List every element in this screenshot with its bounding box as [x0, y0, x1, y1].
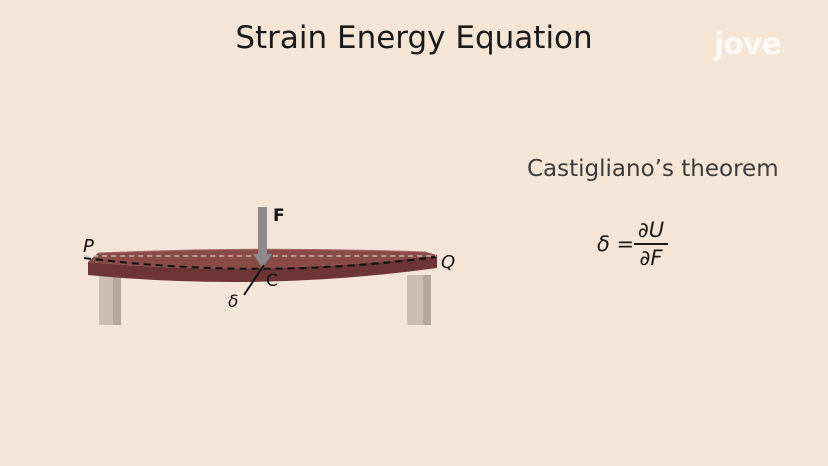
- equals-sign: =: [616, 232, 635, 256]
- fraction-bar: [634, 243, 668, 245]
- force-label: F: [273, 206, 285, 226]
- slide-title: Strain Energy Equation: [235, 20, 593, 56]
- fraction-numerator: ∂U: [637, 218, 665, 242]
- partial-fraction: ∂U ∂F: [634, 218, 668, 270]
- deflection-indicator: [243, 264, 265, 296]
- end-label-p: P: [83, 236, 94, 257]
- force-arrow: [253, 207, 272, 268]
- delta-symbol: δ: [597, 232, 610, 256]
- deflection-label: δ: [228, 292, 238, 312]
- equation-lhs: δ =: [597, 232, 634, 256]
- left-support: [99, 275, 121, 325]
- theorem-label: Castigliano’s theorem: [527, 156, 779, 182]
- right-support: [407, 275, 431, 325]
- fraction-denominator: ∂F: [639, 246, 663, 270]
- neutral-axis-line: [83, 256, 437, 270]
- end-label-q: Q: [441, 252, 455, 273]
- jove-logo: jove: [714, 27, 782, 62]
- point-label-c: C: [266, 271, 278, 291]
